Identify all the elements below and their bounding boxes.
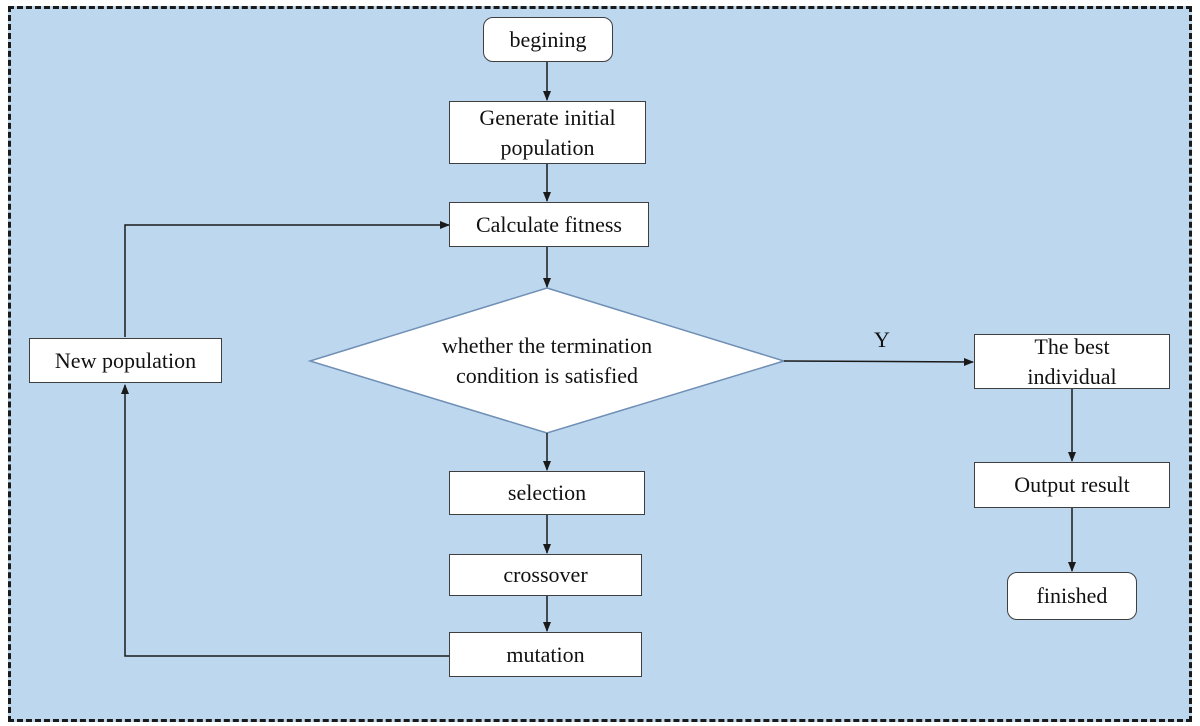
generate-population-node: Generate initial population [449, 101, 646, 164]
begining-node: begining [483, 17, 613, 62]
mutation-node: mutation [449, 632, 642, 677]
output-result-node: Output result [974, 462, 1170, 508]
finished-node: finished [1007, 572, 1137, 620]
crossover-node: crossover [449, 554, 642, 596]
selection-node: selection [449, 471, 645, 515]
new-population-node: New population [29, 338, 222, 383]
best-individual-node: The best individual [974, 334, 1170, 389]
calculate-fitness-node: Calculate fitness [449, 202, 649, 247]
decision-label: whether the termination condition is sat… [441, 333, 653, 388]
yes-edge-label: Y [874, 327, 890, 352]
